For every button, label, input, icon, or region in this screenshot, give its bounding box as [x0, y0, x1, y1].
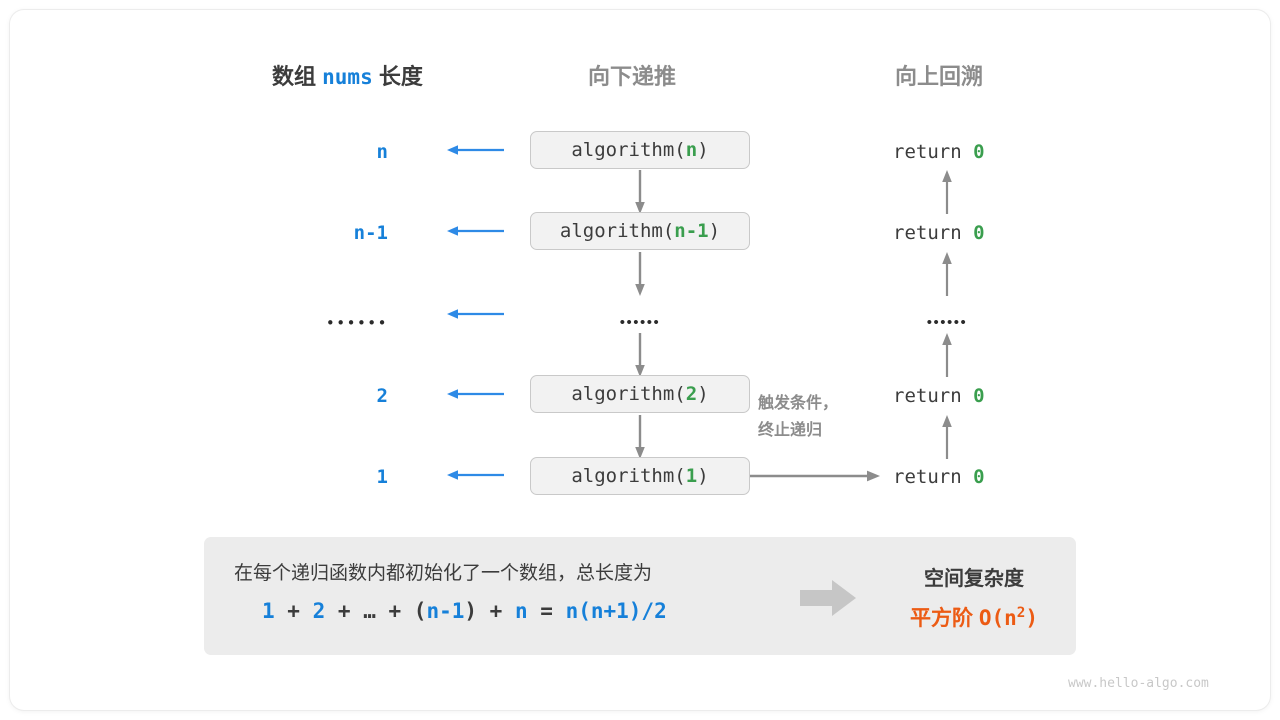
formula-token-0: 1 [262, 599, 275, 623]
formula-token-1: + [274, 599, 313, 623]
descend-arrow-4 [635, 415, 645, 459]
left-arrow-row-3 [447, 309, 504, 319]
call-arg-row-1: n [685, 139, 698, 161]
return-label-row-4: return 0 [893, 385, 985, 407]
length-label-row-4: 2 [376, 385, 388, 407]
ascend-arrow-3 [942, 333, 952, 377]
header-left-variable: nums [322, 65, 373, 89]
return-label-row-5: return 0 [893, 466, 985, 488]
column-header-descend: 向下递推 [588, 64, 677, 89]
result-label: 平方阶 [909, 607, 973, 630]
result-notation: O(n [978, 606, 1017, 630]
call-arg-row-5: 1 [685, 465, 698, 487]
terminate-arrow [750, 470, 880, 482]
length-label-row-2: n-1 [353, 222, 388, 244]
return-ellipsis-row-3: •••••• [926, 314, 968, 331]
call-arg-row-4: 2 [685, 383, 698, 405]
return-keyword-row-4: return [893, 385, 962, 407]
call-box-row-1: algorithm(n) [530, 131, 750, 169]
descend-arrow-3 [635, 333, 645, 377]
formula-token-11: = [527, 599, 566, 623]
call-close-row-1: ) [697, 139, 709, 161]
formula-token-3: + [325, 599, 364, 623]
formula-token-8: ) [464, 599, 478, 623]
left-arrow-row-5 [447, 470, 504, 480]
left-arrow-row-4 [447, 389, 504, 399]
length-label-row-5: 1 [376, 466, 388, 488]
formula-token-5: + [375, 599, 414, 623]
left-arrow-row-2 [447, 226, 504, 236]
return-keyword-row-2: return [893, 222, 962, 244]
result-title: 空间复杂度 [924, 568, 1024, 590]
call-close-row-2: ) [708, 220, 721, 242]
return-value-row-4: 0 [973, 385, 985, 407]
column-header-array-length: 数组 nums 长度 [272, 59, 423, 91]
result-notation-close: ) [1025, 606, 1039, 630]
call-name-row-5: algorithm( [571, 465, 686, 487]
ascend-arrow-2 [942, 252, 952, 296]
return-label-row-1: return 0 [893, 141, 985, 163]
formula-token-7: n-1 [426, 599, 465, 623]
summary-panel: 在每个递归函数内都初始化了一个数组，总长度为 1 + 2 + … + (n-1)… [204, 537, 1076, 655]
descend-arrow-1 [635, 170, 645, 214]
watermark: www.hello-algo.com [1068, 676, 1209, 691]
return-value-row-1: 0 [973, 141, 985, 163]
trigger-note: 触发条件， 终止递归 [758, 390, 838, 444]
summary-description: 在每个递归函数内都初始化了一个数组，总长度为 [234, 563, 653, 584]
call-close-row-4: ) [697, 383, 709, 405]
result-value: 平方阶 O(n2) [879, 602, 1069, 632]
call-name-row-4: algorithm( [571, 383, 686, 405]
column-header-ascend: 向上回溯 [895, 64, 984, 89]
header-left-suffix: 长度 [378, 64, 423, 89]
return-keyword-row-1: return [893, 141, 962, 163]
length-label-row-1: n [376, 141, 388, 163]
left-arrow-row-1 [447, 145, 504, 155]
call-ellipsis-row-3: •••••• [619, 314, 661, 331]
formula-token-10: n [514, 599, 528, 623]
ascend-arrow-4 [942, 415, 952, 459]
call-arg-row-2: n-1 [674, 220, 709, 242]
return-value-row-5: 0 [973, 466, 985, 488]
call-box-row-5: algorithm(1) [530, 457, 750, 495]
header-left-prefix: 数组 [272, 64, 317, 89]
trigger-note-line-1: 触发条件， [758, 395, 839, 412]
call-box-row-2: algorithm(n-1) [530, 212, 750, 250]
formula-token-4: … [363, 599, 376, 623]
return-value-row-2: 0 [973, 222, 985, 244]
formula-token-2: 2 [312, 599, 326, 623]
result-exponent: 2 [1016, 605, 1026, 621]
descend-arrow-2 [635, 252, 645, 296]
formula-token-6: ( [413, 599, 427, 623]
return-label-row-2: return 0 [893, 222, 985, 244]
formula-token-9: + [477, 599, 515, 623]
call-name-row-2: algorithm( [559, 220, 675, 242]
length-label-row-3-ellipsis: •••••• [325, 314, 388, 332]
call-name-row-1: algorithm( [571, 139, 686, 161]
formula-token-12: n(n+1)/2 [565, 599, 667, 623]
result-arrow-icon [800, 580, 856, 616]
call-close-row-5: ) [697, 465, 709, 487]
return-keyword-row-5: return [893, 466, 962, 488]
ascend-arrow-1 [942, 170, 952, 214]
call-box-row-4: algorithm(2) [530, 375, 750, 413]
summary-formula: 1 + 2 + … + (n-1) + n = n(n+1)/2 [262, 599, 667, 623]
trigger-note-line-2: 终止递归 [758, 422, 823, 439]
